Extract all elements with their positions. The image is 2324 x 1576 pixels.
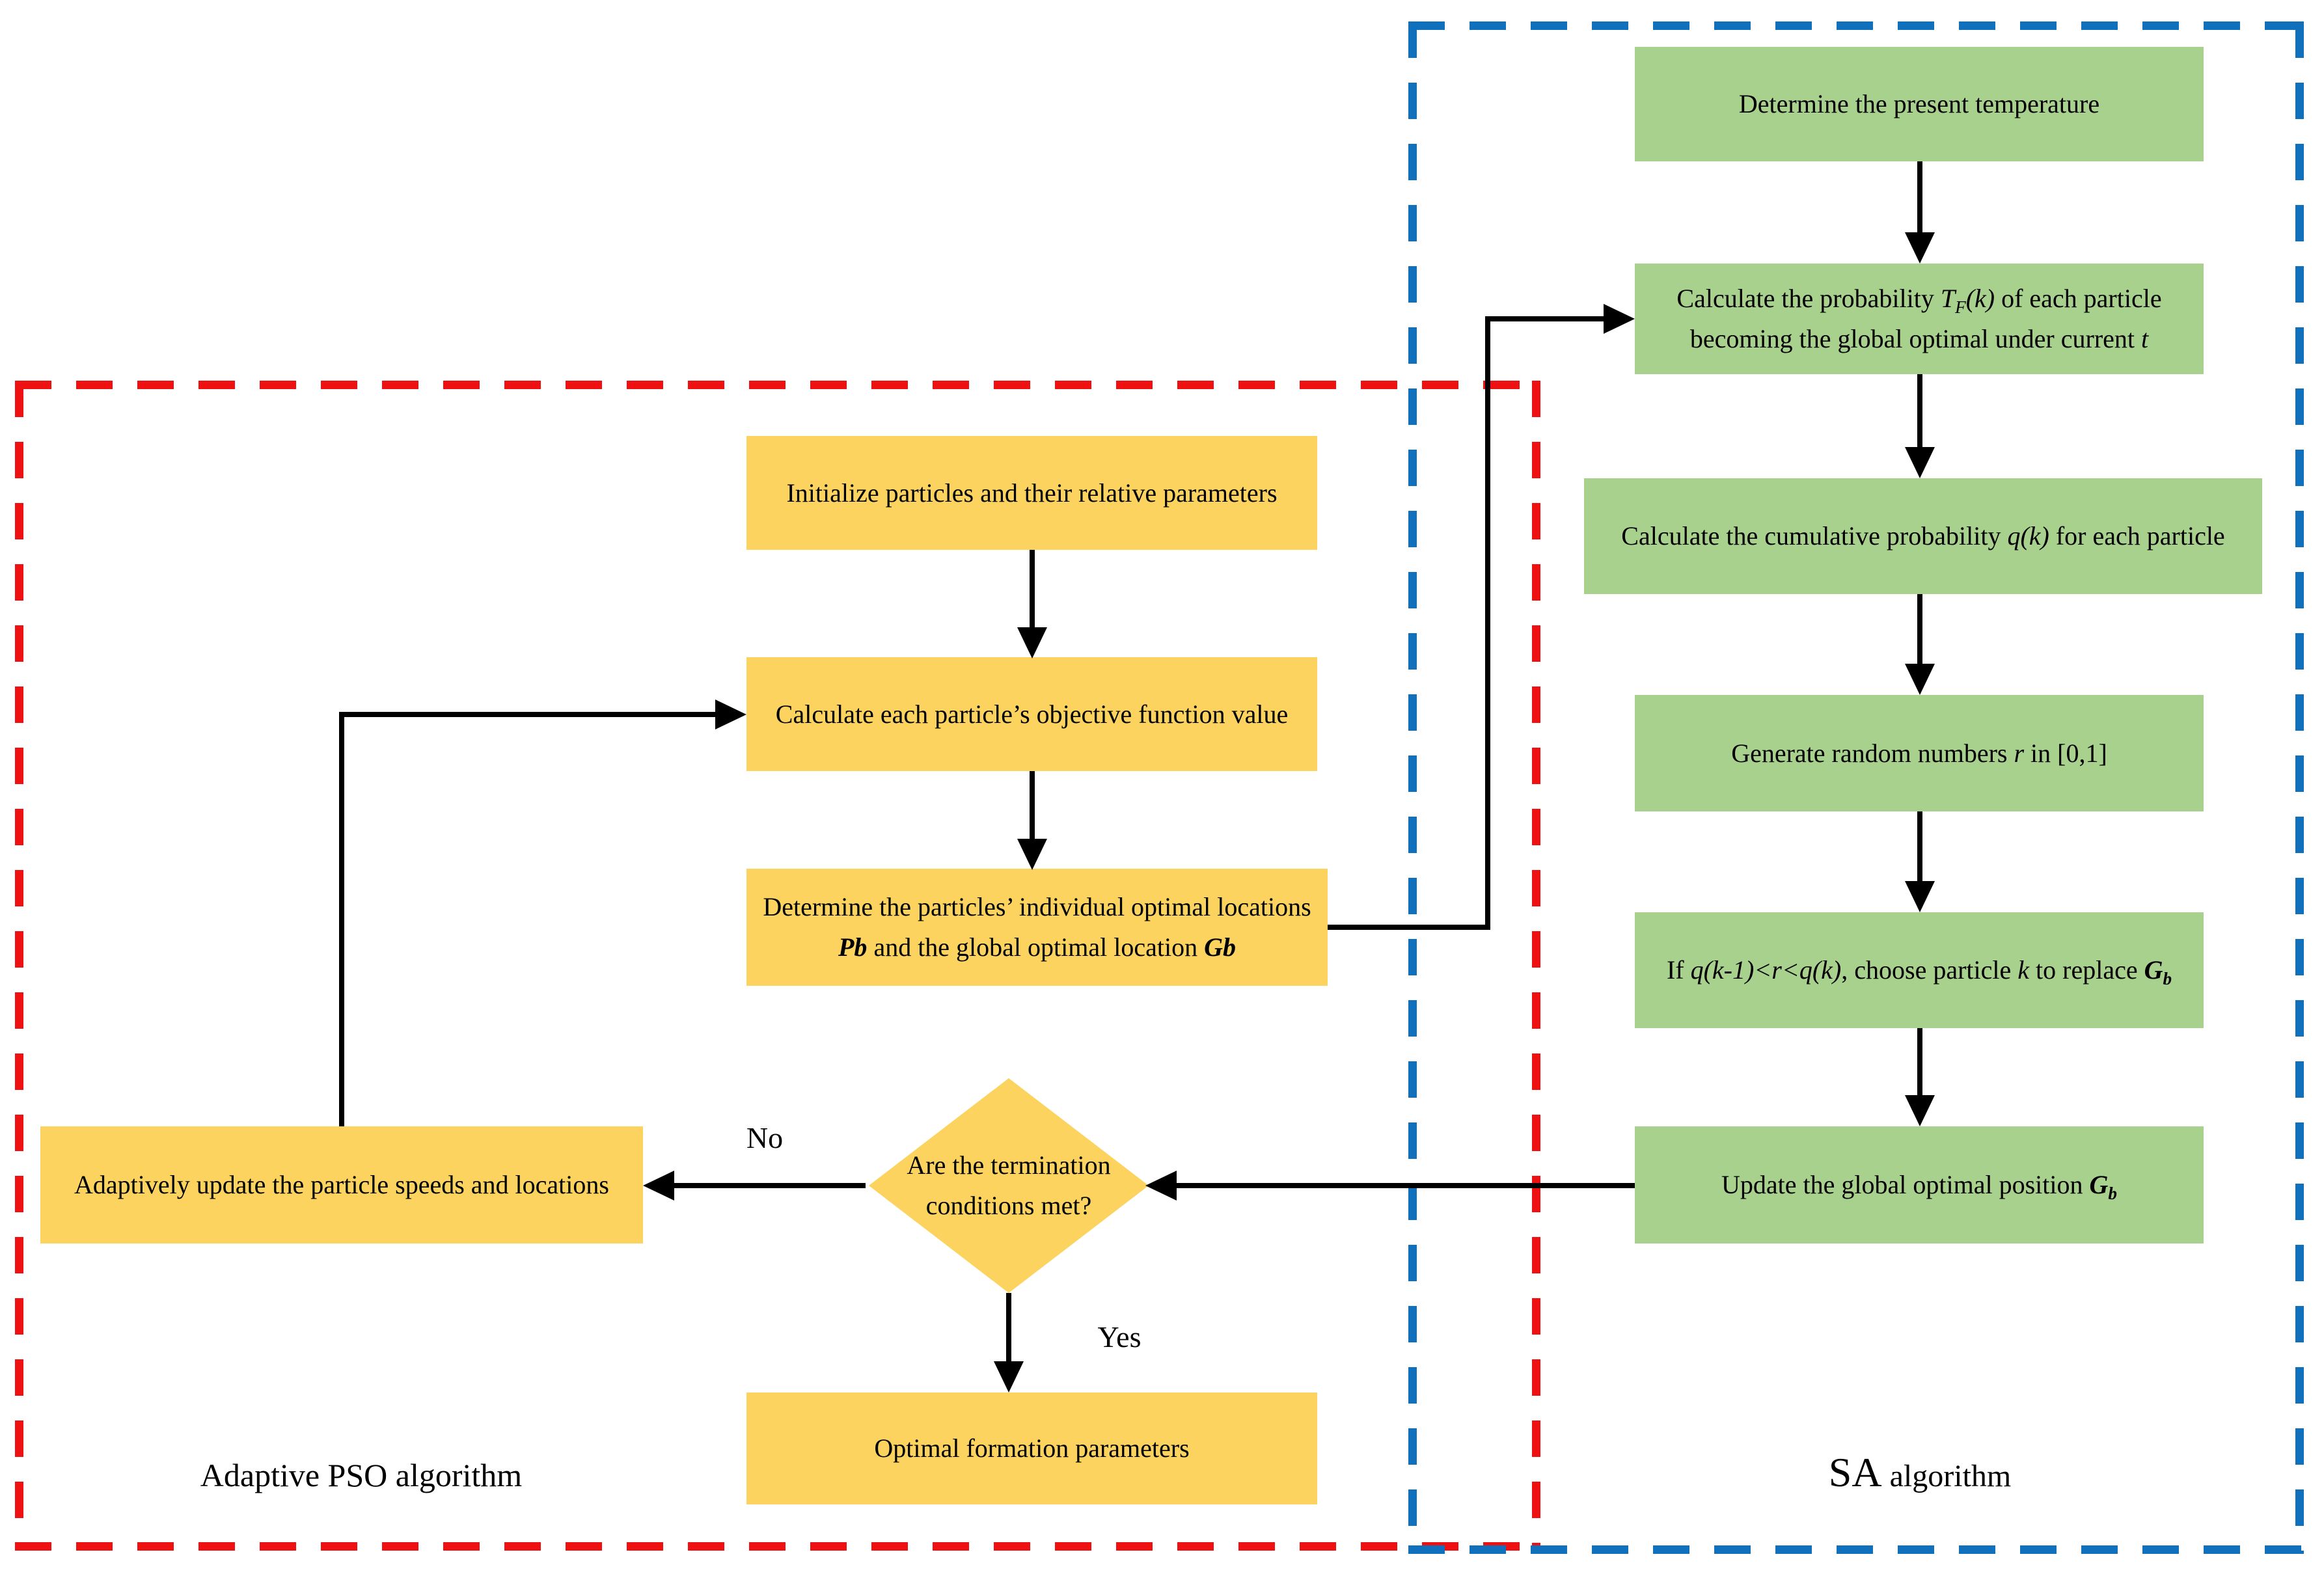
arrowhead-down (1905, 232, 1935, 264)
node-initialize: Initialize particles and their relative … (746, 436, 1317, 550)
node-sa-probability: Calculate the probability TF(k) of each … (1635, 264, 2204, 374)
label-sa-rest: algorithm (1881, 1459, 2012, 1493)
arrowhead-right (715, 700, 746, 729)
connector-line (1030, 771, 1035, 844)
arrowhead-down (994, 1361, 1024, 1393)
label-pso-region: Adaptive PSO algorithm (200, 1457, 523, 1493)
node-sa-cumulative: Calculate the cumulative probability q(k… (1584, 478, 2262, 594)
connector-line (1917, 811, 1922, 883)
node-determine-pb-gb: Determine the particles’ individual opti… (746, 869, 1328, 986)
connector-line (1917, 594, 1922, 666)
label-no: No (746, 1121, 784, 1154)
connector-line (339, 712, 720, 717)
connector-line (1917, 1028, 1922, 1097)
arrowhead-down (1905, 447, 1935, 478)
arrowhead-down (1905, 1095, 1935, 1126)
connector-line (1030, 550, 1035, 632)
node-adaptive-update: Adaptively update the particle speeds an… (40, 1126, 643, 1243)
connector-line (339, 712, 344, 1126)
node-sa-temperature: Determine the present temperature (1635, 47, 2204, 161)
label-yes: Yes (1097, 1320, 1141, 1353)
connector-line (1490, 316, 1604, 321)
arrowhead-down (1905, 664, 1935, 695)
label-sa-region: SA algorithm (1660, 1448, 2180, 1497)
connector-line (1485, 316, 1490, 930)
connector-line (674, 1183, 866, 1188)
connector-line (1328, 925, 1490, 930)
connector-line (1006, 1293, 1011, 1361)
node-calculate-objective: Calculate each particle’s objective func… (746, 657, 1317, 771)
arrowhead-down (1017, 839, 1047, 870)
label-sa-main: SA (1828, 1449, 1882, 1495)
arrowhead-left (1145, 1171, 1177, 1201)
arrowhead-down (1017, 627, 1047, 659)
connector-line (1917, 374, 1922, 449)
node-sa-replace: If q(k-1)<r<q(k), choose particle k to r… (1635, 912, 2204, 1028)
arrowhead-down (1905, 881, 1935, 912)
node-sa-random: Generate random numbers r in [0,1] (1635, 695, 2204, 811)
arrowhead-right (1604, 304, 1635, 334)
connector-line (1917, 161, 1922, 234)
arrowhead-left (643, 1171, 674, 1201)
node-optimal-parameters: Optimal formation parameters (746, 1393, 1317, 1504)
connector-line (1177, 1183, 1635, 1188)
node-sa-update-gb: Update the global optimal position Gb (1635, 1126, 2204, 1243)
